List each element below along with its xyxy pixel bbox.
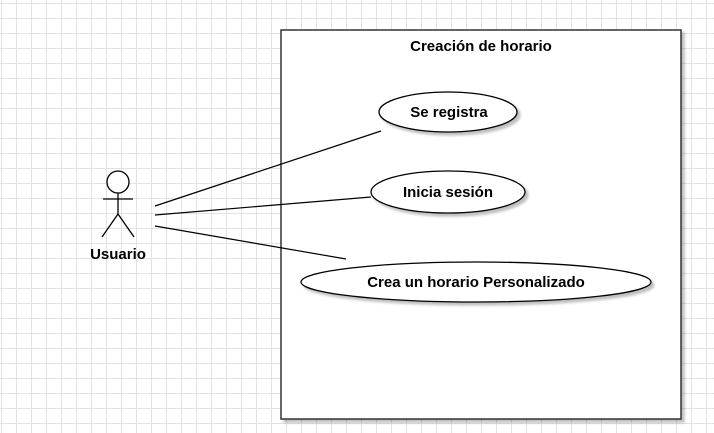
actor-usuario[interactable]: Usuario — [90, 170, 146, 263]
stick-figure-icon — [101, 170, 135, 238]
association-crea-horario[interactable] — [154, 225, 347, 260]
use-case-label: Inicia sesión — [403, 184, 493, 201]
use-case-label: Crea un horario Personalizado — [367, 274, 585, 291]
system-boundary-title: Creación de horario — [410, 38, 552, 55]
use-case-se-registra[interactable]: Se registra — [378, 91, 518, 133]
association-se-registra[interactable] — [154, 130, 382, 207]
use-case-label: Se registra — [410, 104, 488, 121]
system-boundary[interactable]: Creación de horario — [280, 29, 682, 420]
association-inicia-sesion[interactable] — [154, 196, 372, 216]
associations — [154, 130, 382, 260]
actor-label: Usuario — [90, 246, 146, 263]
use-case-inicia-sesion[interactable]: Inicia sesión — [370, 170, 526, 214]
use-case-crea-horario-personalizado[interactable]: Crea un horario Personalizado — [300, 261, 652, 303]
